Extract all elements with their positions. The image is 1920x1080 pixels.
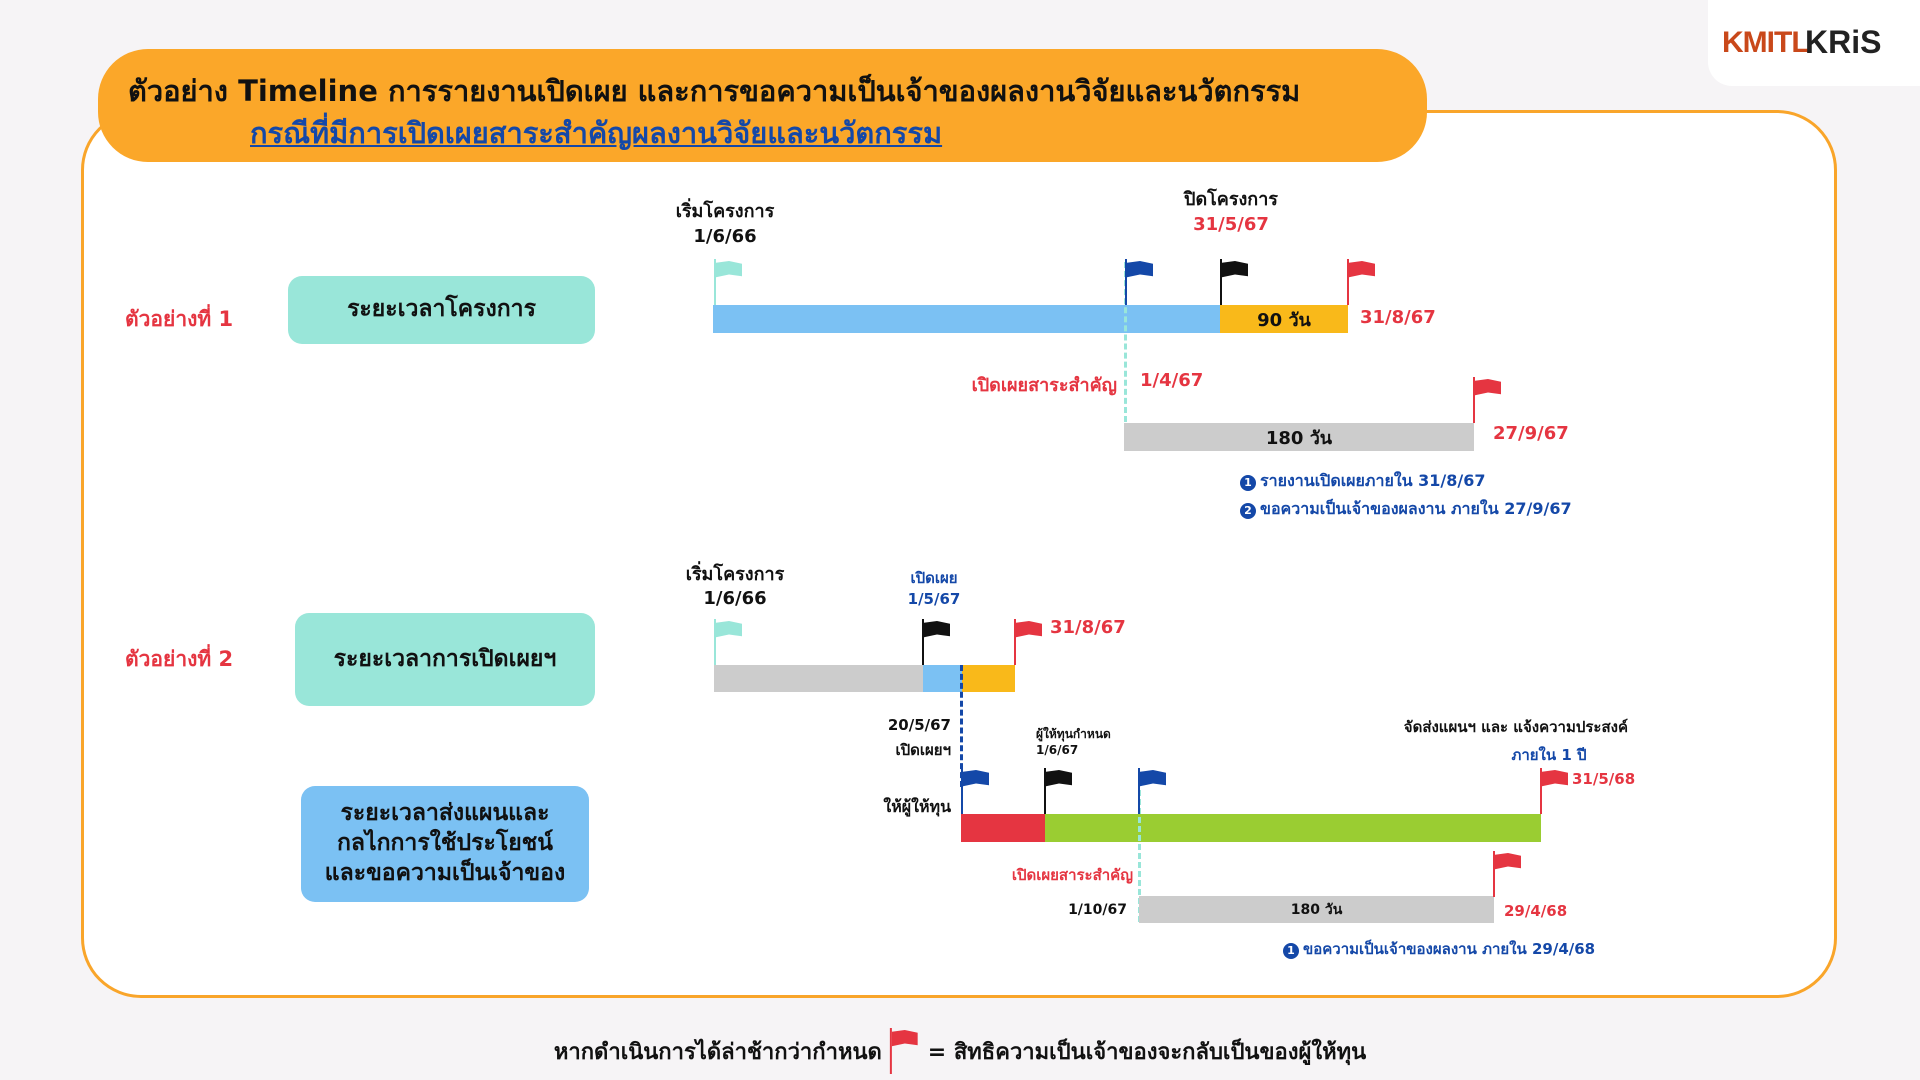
example1-label: ตัวอย่างที่ 1 <box>125 307 234 331</box>
start-label: เริ่มโครงการ <box>675 201 775 222</box>
footer-legend: หากดำเนินการได้ล่าช้ากว่ากำหนด = สิทธิคว… <box>554 1028 1366 1074</box>
flag-icon <box>1347 259 1377 305</box>
flag-icon <box>1493 851 1523 897</box>
disclosure-label: เปิดเผยสาระสำคัญ <box>971 375 1117 396</box>
flag-icon <box>714 619 744 665</box>
disclose-label: เปิดเผย <box>910 569 958 587</box>
to-funder: ให้ผู้ให้ทุน <box>883 797 951 816</box>
flag-icon <box>922 619 952 665</box>
project-bar <box>713 305 1220 333</box>
report-label: เปิดเผยฯ <box>895 741 951 759</box>
flag-icon <box>1473 377 1503 423</box>
funder-wait-bar <box>961 814 1045 842</box>
start-date: 1/6/66 <box>693 226 757 247</box>
page-subtitle: กรณีที่มีการเปิดเผยสาระสำคัญผลงานวิจัยแล… <box>250 116 943 150</box>
project-bar-2 <box>714 665 923 692</box>
example2-label: ตัวอย่างที่ 2 <box>125 647 234 671</box>
period-deadline: 27/9/67 <box>1493 423 1569 444</box>
flag-icon <box>1125 259 1155 305</box>
deadline-date: 31/8/67 <box>1360 307 1436 328</box>
disclosure-date: 1/4/67 <box>1140 370 1204 391</box>
flag-icon <box>1138 768 1168 814</box>
period-bar-2: 180 วัน <box>1139 896 1494 923</box>
plan-duration-box: ระยะเวลาส่งแผนและกลไกการใช้ประโยชน์และขอ… <box>301 786 589 902</box>
flag-icon <box>1220 259 1250 305</box>
extension-bar: 90 วัน <box>1220 305 1348 333</box>
report-date: 20/5/67 <box>887 716 951 734</box>
start-date-2: 1/6/66 <box>703 588 767 609</box>
flag-icon <box>1014 619 1044 665</box>
plan-label: จัดส่งแผนฯ และ แจ้งความประสงค์ <box>1403 718 1628 736</box>
project-duration-box: ระยะเวลาโครงการ <box>288 276 595 344</box>
disclosure-label-2: เปิดเผยสาระสำคัญ <box>1011 866 1133 884</box>
flag-icon <box>714 259 744 305</box>
disclosure-date-2: 1/10/67 <box>1068 902 1127 918</box>
disclose-date: 1/5/67 <box>907 590 961 608</box>
flag-icon <box>1540 768 1570 814</box>
disclose-bar <box>923 665 962 692</box>
kmitl-logo: KMITL <box>1722 26 1810 59</box>
flag-icon <box>961 768 991 814</box>
disclosure-line <box>1124 262 1127 422</box>
disclosure-duration-box: ระยะเวลาการเปิดเผยฯ <box>295 613 595 706</box>
flag-icon <box>1044 768 1074 814</box>
logo-panel <box>1708 0 1920 86</box>
period-bar: 180 วัน <box>1124 423 1474 451</box>
title-banner <box>98 49 1427 162</box>
start-label-2: เริ่มโครงการ <box>685 564 785 585</box>
extension-bar-2 <box>962 665 1015 692</box>
plan-bar <box>1045 814 1541 842</box>
disclosure-line-2 <box>1138 790 1141 922</box>
deadline-date-2: 31/8/67 <box>1050 617 1126 638</box>
end-date: 31/5/67 <box>1193 214 1269 235</box>
period-deadline-2: 29/4/68 <box>1504 902 1568 920</box>
funder-label: ผู้ให้ทุนกำหนด <box>1036 727 1111 741</box>
end-label: ปิดโครงการ <box>1184 189 1278 210</box>
page-title: ตัวอย่าง Timeline การรายงานเปิดเผย และกา… <box>128 74 1301 108</box>
flag-icon <box>889 1028 920 1074</box>
plan-within: ภายใน 1 ปี <box>1511 746 1587 764</box>
kris-logo: KRiS <box>1805 24 1882 60</box>
plan-deadline: 31/5/68 <box>1572 770 1636 788</box>
funder-date: 1/6/67 <box>1036 743 1079 757</box>
report-line <box>960 665 963 787</box>
